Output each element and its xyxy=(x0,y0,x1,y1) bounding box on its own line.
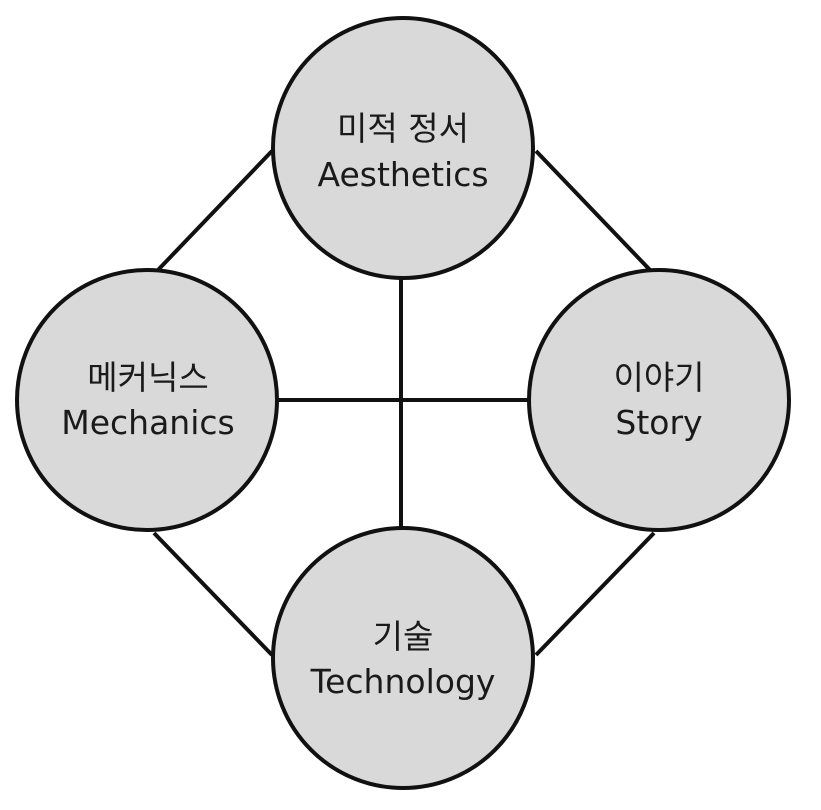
node-aesthetics-label-en: Aesthetics xyxy=(317,155,488,194)
node-technology: 기술 Technology xyxy=(271,526,535,790)
node-story: 이야기 Story xyxy=(527,268,791,532)
node-story-label-en: Story xyxy=(615,403,702,442)
node-mechanics-circle xyxy=(15,268,279,532)
node-aesthetics-circle xyxy=(271,16,535,280)
node-mechanics-label-en: Mechanics xyxy=(61,403,234,442)
node-technology-circle xyxy=(271,526,535,790)
node-story-label-ko: 이야기 xyxy=(613,358,704,397)
node-story-circle xyxy=(527,268,791,532)
edge-aesthetics-story xyxy=(534,149,652,272)
node-mechanics-label-ko: 메커닉스 xyxy=(87,358,208,397)
node-mechanics: 메커닉스 Mechanics xyxy=(15,268,279,532)
node-aesthetics-label-ko: 미적 정서 xyxy=(337,109,469,148)
node-technology-label-en: Technology xyxy=(310,662,496,701)
edge-mechanics-technology xyxy=(152,531,274,657)
node-technology-label-ko: 기술 xyxy=(373,617,434,656)
node-aesthetics: 미적 정서 Aesthetics xyxy=(271,16,535,280)
edge-aesthetics-mechanics xyxy=(156,149,274,272)
edge-story-technology xyxy=(534,531,656,657)
